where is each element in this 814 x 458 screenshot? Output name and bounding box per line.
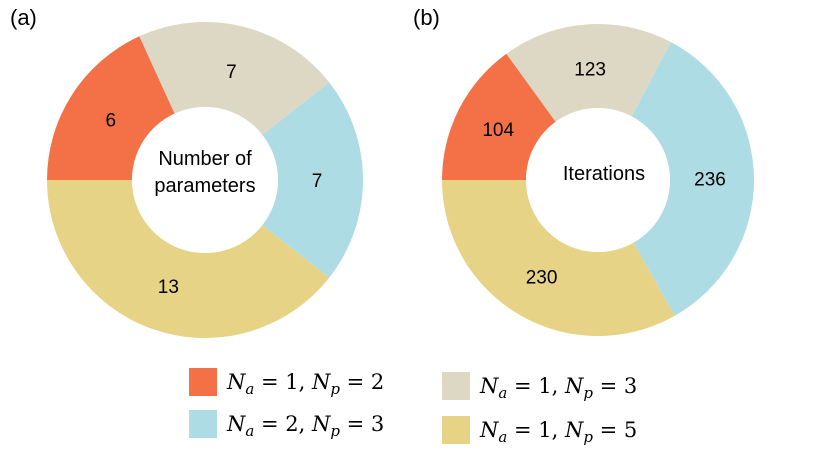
slice-label-a-a2p3: 7 [312, 171, 323, 192]
legend-swatch-a1p5 [442, 416, 470, 444]
slice-a-a1p3 [139, 22, 330, 135]
slice-label-a-a1p3: 7 [226, 62, 237, 83]
legend-item-a1p3: Na = 1, Np = 3 [442, 372, 637, 402]
slice-label-a-a1p5: 13 [158, 277, 179, 298]
center-label-b: Iterations [563, 163, 645, 185]
slice-label-b-a1p5: 230 [526, 268, 558, 289]
slice-label-b-a2p3: 236 [694, 169, 726, 190]
legend-item-a2p3: Na = 2, Np = 3 [189, 410, 384, 440]
legend-label-a1p2: Na = 1, Np = 2 [226, 370, 384, 398]
slice-b-a2p3 [631, 42, 754, 316]
center-label-a-line2: parameters [154, 175, 255, 197]
panel-label-a: (a) [10, 5, 37, 30]
slice-a-a1p5 [47, 180, 330, 338]
slice-label-b-a1p2: 104 [482, 120, 514, 141]
legend-label-a2p3: Na = 2, Np = 3 [226, 412, 384, 440]
donut-hole-a [132, 107, 278, 253]
donut-hole-b [526, 108, 670, 252]
legend-swatch-a2p3 [189, 410, 217, 438]
legend: Na = 1, Np = 2 Na = 1, Np = 3 Na = 2, Np =… [189, 368, 637, 446]
slice-label-a-a1p2: 6 [105, 110, 116, 131]
slice-a-a2p3 [262, 82, 363, 278]
legend-item-a1p5: Na = 1, Np = 5 [442, 416, 637, 446]
slice-a-a1p2 [47, 36, 175, 181]
center-label-a-line1: Number of [158, 148, 252, 170]
slice-b-a1p5 [442, 180, 675, 336]
legend-item-a1p2: Na = 1, Np = 2 [189, 368, 384, 398]
slice-label-b-a1p3: 123 [574, 59, 606, 80]
legend-label-a1p3: Na = 1, Np = 3 [479, 374, 637, 402]
legend-swatch-a1p2 [189, 368, 217, 396]
legend-swatch-a1p3 [442, 372, 470, 400]
slice-b-a1p3 [506, 23, 672, 122]
donut-chart-b: (b) 104 123 236 230 Iterations [413, 5, 754, 336]
panel-label-b: (b) [413, 5, 440, 30]
slice-b-a1p2 [442, 53, 556, 180]
legend-label-a1p5: Na = 1, Np = 5 [479, 418, 637, 446]
donut-chart-a: (a) 6 7 7 13 Number of parameters [10, 5, 363, 338]
